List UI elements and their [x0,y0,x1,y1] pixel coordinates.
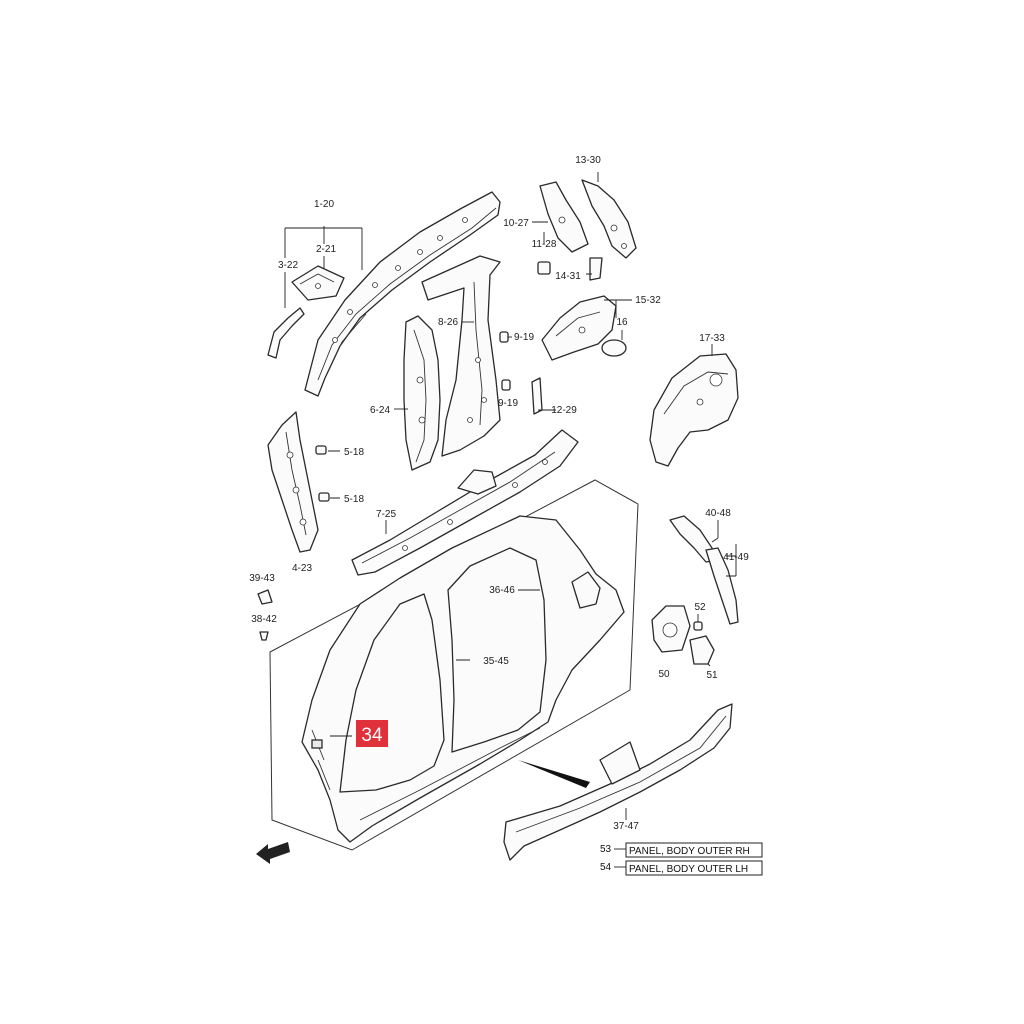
part-9-19-clip-a[interactable] [499,331,509,343]
part-41-49[interactable] [705,547,739,625]
part-39-43[interactable] [257,589,273,605]
leader-40-41 [711,520,737,577]
part-38-42[interactable] [259,631,269,641]
leader-upper-group [532,172,599,275]
leader-15-32 [604,299,632,318]
leader-5-18 [328,450,340,499]
part-37-47[interactable] [503,703,733,861]
callout-4-23: 4-23 [292,563,312,574]
callout-38-42: 38-42 [251,614,277,625]
panel-frame-box [269,479,639,851]
part-8-26[interactable] [421,255,501,457]
callout-41-49: 41-49 [723,552,749,563]
part-15-32[interactable] [541,295,617,361]
part-52[interactable] [693,621,703,631]
callout-17-33: 17-33 [699,333,725,344]
callout-9-19-a: 9-19 [514,332,534,343]
part-9-19-clip-b[interactable] [501,379,511,391]
legend-text-54: PANEL, BODY OUTER LH [629,864,748,875]
part-10-27[interactable] [539,181,589,253]
part-3-22[interactable] [267,307,305,359]
leader-34-35-36 [330,589,540,737]
legend-item-54: 54 PANEL, BODY OUTER LH [600,860,763,876]
callout-39-43: 39-43 [249,573,275,584]
callout-15-32: 15-32 [635,295,661,306]
part-7-25[interactable] [351,429,579,576]
leader-lines-1-3 [284,226,363,308]
legend-text-53: PANEL, BODY OUTER RH [629,846,750,857]
part-6-24[interactable] [403,315,441,471]
callout-14-31: 14-31 [555,271,581,282]
part-1-20[interactable] [304,191,501,397]
part-16[interactable] [601,339,627,357]
part-2-21[interactable] [291,265,345,301]
callout-16: 16 [616,317,628,328]
front-direction-arrow-icon [256,842,290,864]
part-5-18-clip-b[interactable] [318,492,330,502]
callout-52: 52 [694,602,706,613]
part-17-33[interactable] [649,353,739,467]
callout-37-47: 37-47 [613,821,639,832]
callout-10-27: 10-27 [503,218,529,229]
callout-13-30: 13-30 [575,155,601,166]
part-5-18-clip-a[interactable] [315,445,327,455]
callout-7-25: 7-25 [376,509,396,520]
highlight-callout-34[interactable]: 34 [356,720,388,747]
callout-6-24: 6-24 [370,405,390,416]
legend-num-53: 53 [600,844,612,855]
part-4-23[interactable] [267,411,319,553]
part-34-body-side-outer[interactable] [301,515,625,843]
highlight-box [356,720,388,747]
highlight-label: 34 [361,725,383,746]
callout-12-29: 12-29 [551,405,577,416]
leader-50-52 [697,614,711,667]
assembly-pointer [518,760,590,788]
part-13-30[interactable] [581,179,637,259]
callout-9-19-b: 9-19 [498,398,518,409]
part-51[interactable] [689,635,715,665]
part-11-28[interactable] [537,261,551,275]
part-12-29[interactable] [531,377,543,415]
callout-51: 51 [706,670,718,681]
part-14-31[interactable] [589,257,603,281]
callout-11-28: 11-28 [532,239,557,250]
callout-35-45: 35-45 [483,656,509,667]
callout-3-22: 3-22 [278,260,298,271]
callout-2-21: 2-21 [316,244,336,255]
callout-5-18-b: 5-18 [344,494,364,505]
callout-40-48: 40-48 [705,508,731,519]
legend-num-54: 54 [600,862,612,873]
callout-50: 50 [658,669,670,680]
callout-36-46: 36-46 [489,585,515,596]
part-50[interactable] [651,605,691,653]
legend-item-53: 53 PANEL, BODY OUTER RH [600,842,763,858]
callout-5-18-a: 5-18 [344,447,364,458]
legend: 53 PANEL, BODY OUTER RH 54 PANEL, BODY O… [600,842,763,876]
callout-8-26: 8-26 [438,317,458,328]
callout-1-20: 1-20 [314,199,334,210]
